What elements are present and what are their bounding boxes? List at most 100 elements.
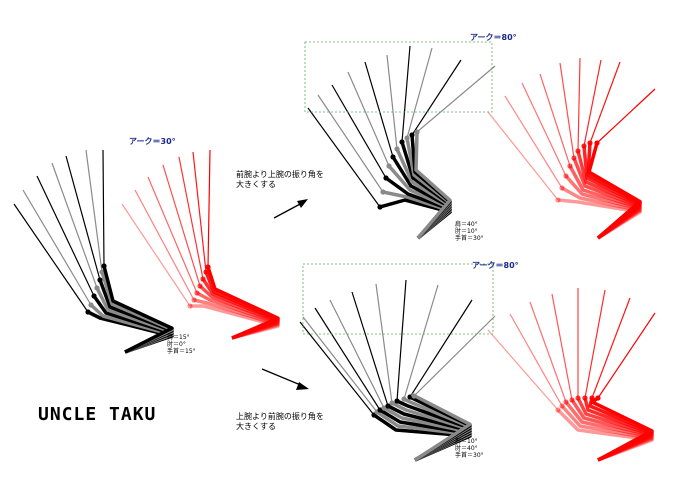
club-shaft xyxy=(178,156,204,280)
club-shaft xyxy=(551,293,573,401)
angles-left: 肩＝15° 肘＝0° 手首＝15° xyxy=(167,334,196,355)
club-shaft xyxy=(577,57,581,152)
figure-top-red xyxy=(487,57,656,240)
club-shaft xyxy=(299,321,375,416)
club-shaft xyxy=(364,61,394,158)
arm-segment xyxy=(102,265,174,354)
club-shaft xyxy=(529,301,567,403)
arrow-down-right xyxy=(261,368,309,390)
angles-bottom: 肩＝10° 肘＝40° 手首＝30° xyxy=(455,438,484,459)
wrist-joint xyxy=(409,132,415,138)
club-shaft xyxy=(521,82,567,177)
club-shaft xyxy=(416,65,496,133)
club-shaft xyxy=(51,162,98,289)
arm-segment xyxy=(587,142,642,240)
club-shaft xyxy=(329,299,385,409)
wrist-joint xyxy=(555,407,561,413)
club-shaft xyxy=(207,149,211,268)
wrist-joint xyxy=(414,129,420,135)
angle-elbow: 肘＝40° xyxy=(455,445,478,452)
wrist-joint xyxy=(390,154,396,160)
wrist-joint xyxy=(595,395,601,401)
wrist-joint xyxy=(386,163,392,169)
wrist-joint xyxy=(407,394,413,400)
note-upper: 前腕より上腕の振り角を 大きくする xyxy=(236,170,324,190)
arc-label-left: アーク＝30° xyxy=(129,137,176,146)
wrist-joint xyxy=(205,264,211,270)
arm-segment xyxy=(590,396,654,462)
wrist-joint xyxy=(380,189,386,195)
club-shaft xyxy=(403,284,439,400)
wrist-joint xyxy=(377,204,383,210)
wrist-joint xyxy=(394,146,400,152)
angle-shoulder: 肩＝10° xyxy=(455,438,478,445)
club-shaft xyxy=(65,155,101,281)
club-shaft xyxy=(413,315,496,397)
note-lower-line2: 大きくする xyxy=(236,422,276,431)
club-shaft xyxy=(347,71,390,167)
arc-label-top-right: アーク＝80° xyxy=(470,33,517,42)
angle-shoulder: 肩＝40° xyxy=(455,221,478,228)
club-shaft xyxy=(331,84,387,179)
club-shaft xyxy=(584,289,606,399)
club-shaft xyxy=(351,291,389,407)
club-shaft xyxy=(13,203,89,313)
club-shaft xyxy=(396,279,407,402)
club-shaft xyxy=(85,149,103,273)
figure-left-red xyxy=(121,149,280,340)
angles-top: 肩＝40° 肘＝10° 手首＝30° xyxy=(455,221,484,242)
angle-elbow: 肘＝10° xyxy=(455,228,478,235)
club-shaft xyxy=(487,329,559,411)
wrist-joint xyxy=(571,155,577,161)
club-shaft xyxy=(134,189,195,301)
club-shaft xyxy=(307,107,381,208)
wrist-joint xyxy=(91,293,97,299)
wrist-joint xyxy=(582,395,588,401)
club-shaft xyxy=(121,203,191,307)
arrow-up-right xyxy=(273,199,308,219)
angle-wrist: 手首＝15° xyxy=(167,348,196,355)
club-shaft xyxy=(162,164,201,287)
club-shaft xyxy=(302,316,378,413)
arm-segment xyxy=(206,266,280,340)
wrist-joint xyxy=(187,303,193,309)
wrist-joint xyxy=(404,135,410,141)
arc-guide-box-bottom xyxy=(302,263,494,335)
angle-elbow: 肘＝0° xyxy=(167,341,186,348)
wrist-joint xyxy=(563,173,569,179)
wrist-joint xyxy=(401,396,407,402)
club-shaft xyxy=(409,299,473,398)
wrist-joint xyxy=(394,398,400,404)
wrist-joint xyxy=(575,395,581,401)
club-shaft xyxy=(509,313,563,407)
wrist-joint xyxy=(97,277,103,283)
angle-shoulder: 肩＝15° xyxy=(167,334,190,341)
club-shaft xyxy=(589,61,621,144)
club-shaft xyxy=(192,151,207,273)
wrist-joint xyxy=(399,139,405,145)
club-shaft xyxy=(597,312,656,399)
wrist-joint xyxy=(575,148,581,154)
wrist-joint xyxy=(203,269,209,275)
club-shaft xyxy=(591,297,631,399)
wrist-joint xyxy=(563,399,569,405)
note-lower: 上腕より前腕の振り角を 大きくする xyxy=(236,412,324,432)
wrist-joint xyxy=(389,400,395,406)
note-upper-line1: 前腕より上腕の振り角を xyxy=(236,170,324,179)
club-shaft xyxy=(314,307,381,411)
club-shaft xyxy=(406,47,433,139)
wrist-joint xyxy=(555,197,561,203)
club-shaft xyxy=(375,283,393,404)
angle-wrist: 手首＝30° xyxy=(455,235,484,242)
wrist-joint xyxy=(99,269,105,275)
wrist-joint xyxy=(567,163,573,169)
club-shaft xyxy=(386,54,398,150)
wrist-joint xyxy=(569,397,575,403)
club-shaft xyxy=(22,189,92,306)
wrist-joint xyxy=(101,263,107,269)
wrist-joint xyxy=(559,185,565,191)
note-upper-line2: 大きくする xyxy=(236,180,276,189)
figure-bottom-black xyxy=(299,279,496,462)
wrist-joint xyxy=(94,285,100,291)
